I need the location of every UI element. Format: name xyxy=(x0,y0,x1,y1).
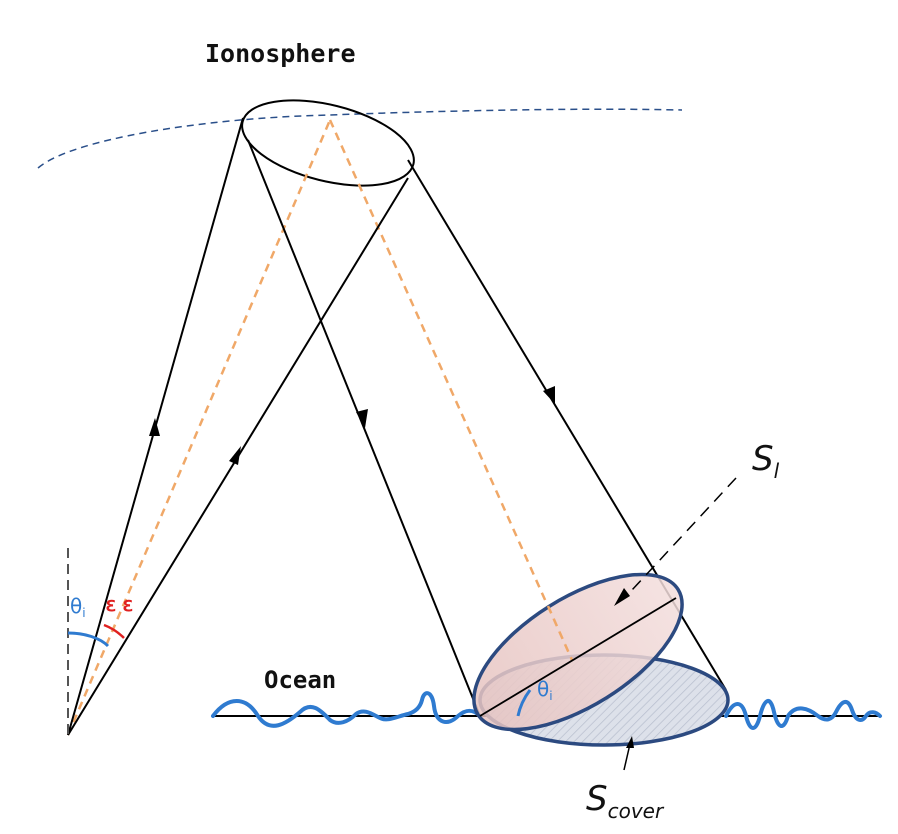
ocean-label: Ocean xyxy=(264,666,336,694)
theta-left-sub: i xyxy=(82,606,85,620)
arrow-down-left xyxy=(356,409,368,428)
epsilon-label-1: ε xyxy=(105,592,117,616)
ionosphere-label: Ionosphere xyxy=(205,39,356,68)
s-cover-pointer-arrowhead xyxy=(626,736,634,748)
arrow-up-left xyxy=(149,418,160,436)
s-l-label-main: S xyxy=(752,439,774,479)
epsilon-label-2: ε xyxy=(122,592,134,616)
ray-down-left xyxy=(247,139,481,717)
ocean-wave-left xyxy=(211,691,482,728)
s-cover-label: Scover xyxy=(586,779,665,823)
s-l-major-axis xyxy=(479,597,677,717)
theta-label-ellipse: θi xyxy=(537,677,553,703)
s-cover-label-main: S xyxy=(586,779,608,819)
theta-arc-ellipse xyxy=(516,689,532,717)
theta-ellipse-main: θ xyxy=(537,677,549,701)
center-ray-ellipse-segment xyxy=(546,605,574,661)
theta-arc-left xyxy=(67,631,110,648)
s-cover-pointer-line xyxy=(623,743,631,771)
center-ray-up xyxy=(66,119,332,736)
ionosphere-boundary xyxy=(37,108,683,169)
theta-left-main: θ xyxy=(70,594,82,618)
center-ray-down xyxy=(328,119,574,661)
epsilon-arc-left xyxy=(103,623,125,639)
ionosphere-ellipse xyxy=(241,99,415,187)
s-cover-label-sub: cover xyxy=(608,799,665,823)
arrow-up-right xyxy=(229,446,241,465)
s-l-label: Sl xyxy=(752,439,780,483)
ocean-wave-right xyxy=(724,699,882,730)
s-l-pointer-line xyxy=(631,477,737,591)
theta-ellipse-sub: i xyxy=(549,689,552,703)
s-l-pointer-arrowhead xyxy=(614,588,630,606)
theta-label-left: θi xyxy=(70,594,86,620)
s-l-label-sub: l xyxy=(774,459,780,483)
arrow-down-right xyxy=(543,386,555,404)
